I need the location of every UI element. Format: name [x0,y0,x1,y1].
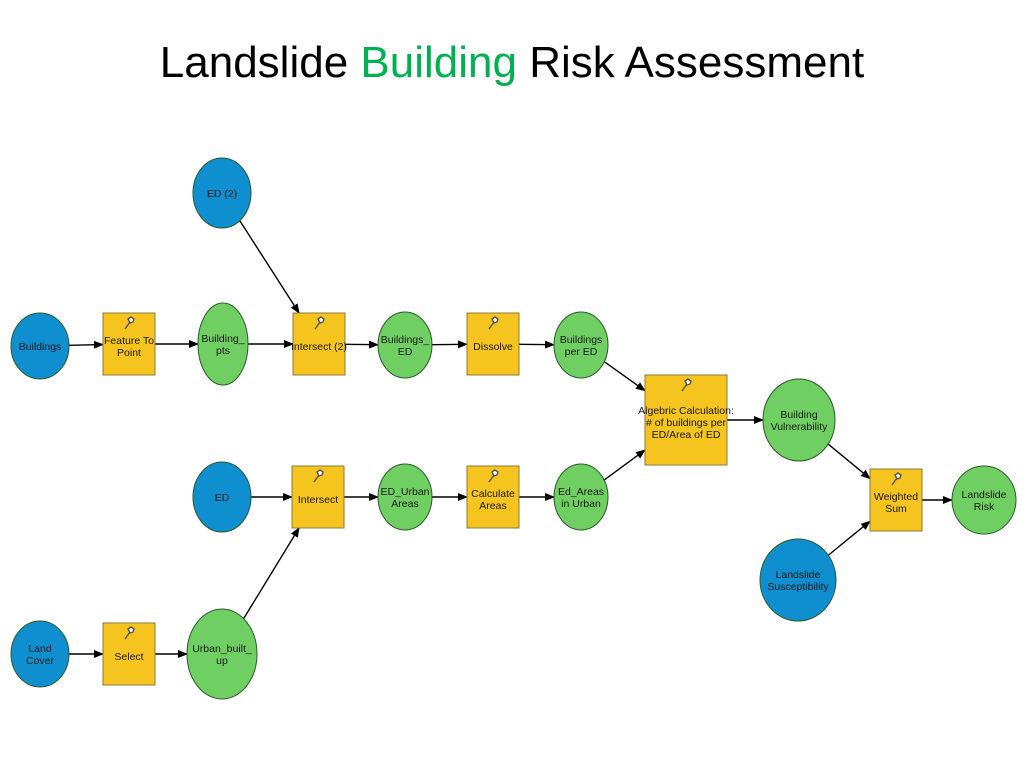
tool-hammer-icon [488,316,499,330]
connector-landslide-susceptibility-to-weighted-sum [827,520,871,556]
node-label: Landslide [962,489,1007,501]
connector-ed-areas-in-urban-to-algebraic [603,449,646,481]
node-label: ED [215,492,230,504]
node-intersect2[interactable]: Intersect (2) [291,312,347,376]
title-part-2: Risk Assessment [516,38,865,87]
node-label: # of buildings per [646,417,726,429]
node-label: Intersect [298,494,338,506]
title-part-1: Landslide [159,38,361,87]
output-ellipse [197,302,249,386]
title-highlight: Building [360,38,517,87]
node-label: Intersect (2) [291,341,347,353]
node-label: Risk [974,501,995,513]
input-ellipse [192,461,252,533]
node-label: Areas [391,498,418,510]
node-select[interactable]: Select [102,622,156,686]
node-urban-built-up[interactable]: Urban_built_up [186,608,258,700]
node-label: Buildings_ [381,334,430,346]
node-label: Ed_Areas [558,486,604,498]
node-dissolve[interactable]: Dissolve [466,312,520,376]
node-buildings-pts[interactable]: Building_pts [197,302,249,386]
node-label: ED_Urban [380,486,429,498]
connectors [68,220,953,658]
node-label: up [216,655,228,667]
node-label: in Urban [561,498,601,510]
output-ellipse [377,311,433,379]
output-ellipse [553,311,609,379]
node-label: ED/Area of ED [652,429,721,441]
node-label: Select [114,651,143,663]
node-label: Susceptibility [767,581,829,593]
node-label: Building_ [201,333,244,345]
output-ellipse [762,378,836,462]
node-intersect[interactable]: Intersect [291,465,345,529]
node-label: Urban_built_ [192,643,252,655]
node-label: Calculate [471,488,515,500]
tool-hammer-icon [313,469,324,483]
node-label: Weighted [874,491,918,503]
connector-building-vulnerability-to-weighted-sum [827,443,871,480]
node-label: Point [117,347,141,359]
tool-hammer-icon [314,316,325,330]
tool-hammer-icon [124,316,135,330]
tool-hammer-icon [488,469,499,483]
input-ellipse [10,620,70,688]
node-label: Building [780,409,818,421]
connector-buildings-to-feature-to-point [68,340,104,349]
input-ellipse [192,157,252,229]
output-ellipse [951,465,1017,535]
connector-ed2-to-intersect2 [239,220,300,314]
node-ed[interactable]: ED [192,461,252,533]
node-label: per ED [565,346,598,358]
node-label: Buildings [560,334,603,346]
node-label: Cover [26,655,55,667]
connector-buildings-per-ed-to-algebraic [603,361,646,392]
output-ellipse [553,463,609,531]
node-buildings-ed[interactable]: Buildings_ED [377,311,433,379]
node-label: Feature To [104,335,154,347]
node-buildings[interactable]: Buildings [10,312,70,380]
input-ellipse [759,538,837,622]
node-label: Land [28,643,52,655]
output-ellipse [186,608,258,700]
node-label: Sum [885,503,907,515]
tool-hammer-icon [124,626,135,640]
node-label: Areas [479,500,506,512]
node-label: ED (2) [207,188,237,200]
tool-hammer-icon [681,378,692,392]
node-label: Vulnerability [771,421,829,433]
input-ellipse [10,312,70,380]
node-label: Landslide [776,569,821,581]
tool-box [644,374,728,466]
node-label: ED [398,346,413,358]
node-label: Algebric Calculation: [638,405,734,417]
page-title: Landslide Building Risk Assessment [0,38,1024,88]
node-label: Dissolve [473,341,513,353]
node-label: Buildings [19,341,62,353]
tool-hammer-icon [891,472,902,486]
output-ellipse [377,463,433,531]
node-algebraic[interactable]: Algebric Calculation:# of buildings perE… [638,374,734,466]
node-label: pts [216,345,230,357]
connector-urban-built-up-to-intersect [243,527,300,619]
node-ed2[interactable]: ED (2) [192,157,252,229]
